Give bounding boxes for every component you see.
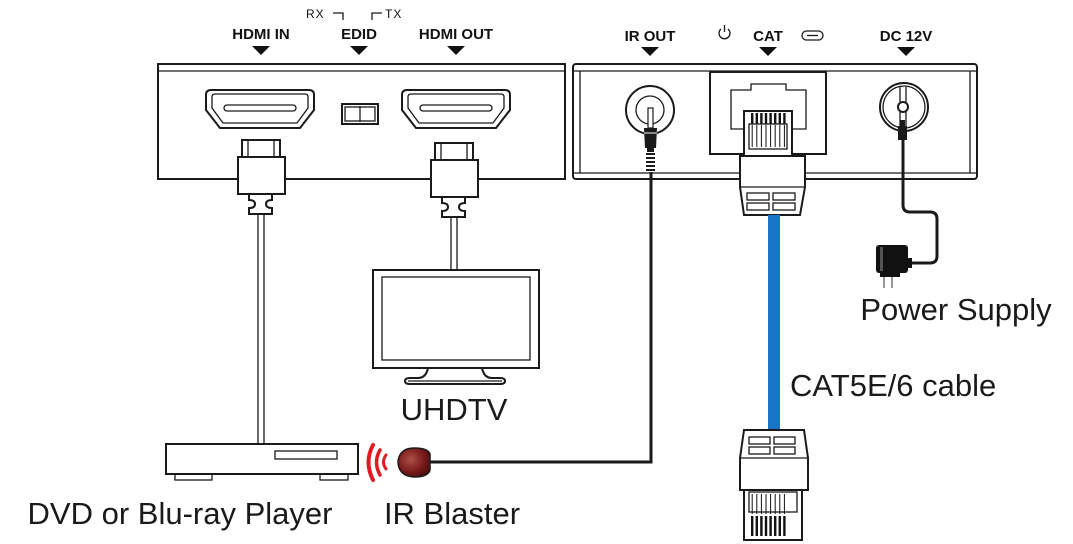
arrow-down-icon [350, 46, 368, 55]
label-ir-out: IR OUT [625, 28, 676, 56]
rj45-pin [778, 516, 781, 536]
ir-cable [430, 172, 653, 464]
edid-rx-label: RX [306, 7, 325, 21]
rx-bracket-icon [333, 12, 344, 20]
hdmi-in-label: HDMI IN [232, 26, 290, 43]
hdmi-in-port[interactable] [205, 89, 315, 129]
arrow-down-icon [759, 47, 777, 56]
hdmi-plug-in [237, 139, 286, 215]
rj45-pin [764, 113, 768, 124]
transmitter-unit [157, 63, 566, 180]
ir-blaster-icon [397, 447, 431, 478]
cat-cable [768, 215, 780, 431]
rj45-pin [769, 113, 772, 124]
ir-plug [644, 107, 657, 171]
tx-bracket-icon [371, 12, 382, 20]
arrow-down-icon [641, 47, 659, 56]
label-hdmi-in: HDMI IN [232, 26, 290, 55]
rj45-pin [751, 516, 754, 536]
arrow-down-icon [897, 47, 915, 56]
player-label: DVD or Blu-ray Player [28, 496, 333, 531]
rj45-plug-receiver [739, 110, 806, 216]
dc-plug [898, 120, 907, 140]
rj45-pin [778, 113, 781, 124]
ir-signal-icon [366, 443, 388, 482]
rj45-pin [760, 516, 763, 536]
ir-blaster-label: IR Blaster [384, 496, 520, 531]
label-hdmi-out: HDMI OUT [419, 26, 493, 55]
hdmi-cable-player [257, 214, 265, 443]
ir-out-label: IR OUT [625, 28, 676, 45]
dc-12v-label: DC 12V [880, 28, 933, 45]
rj45-pin [760, 113, 763, 124]
edid-label: EDID [341, 26, 377, 43]
power-adapter-icon [876, 245, 912, 288]
link-icon [801, 30, 824, 41]
player-icon [165, 443, 359, 481]
rj45-pin [769, 516, 772, 536]
label-edid: RX TX EDID [306, 7, 402, 55]
hdmi-out-label: HDMI OUT [419, 26, 493, 43]
edid-switch[interactable] [341, 103, 379, 125]
power-icon [718, 25, 731, 40]
tv-label: UHDTV [401, 392, 508, 427]
rj45-pin [764, 516, 768, 536]
hdmi-plug-out [430, 142, 479, 218]
power-supply-label: Power Supply [860, 292, 1052, 327]
arrow-down-icon [252, 46, 270, 55]
hdmi-cable-tv [450, 217, 458, 270]
cable-label: CAT5E/6 cable [790, 368, 996, 403]
rj45-pin [755, 516, 758, 536]
hdmi-out-port[interactable] [401, 89, 511, 129]
cat-label: CAT [753, 28, 783, 45]
rj45-pin [774, 113, 777, 124]
arrow-down-icon [447, 46, 465, 55]
rj45-plug-loose [739, 429, 809, 541]
label-cat: CAT [753, 28, 783, 56]
rj45-pin [751, 113, 754, 124]
label-dc: DC 12V [880, 28, 933, 56]
rj45-pin [755, 113, 758, 124]
rj45-pin [774, 516, 777, 536]
power-cable [901, 140, 939, 265]
tv-icon [372, 269, 540, 385]
rj45-pin [783, 113, 786, 124]
edid-tx-label: TX [385, 7, 402, 21]
rj45-pin [783, 516, 786, 536]
